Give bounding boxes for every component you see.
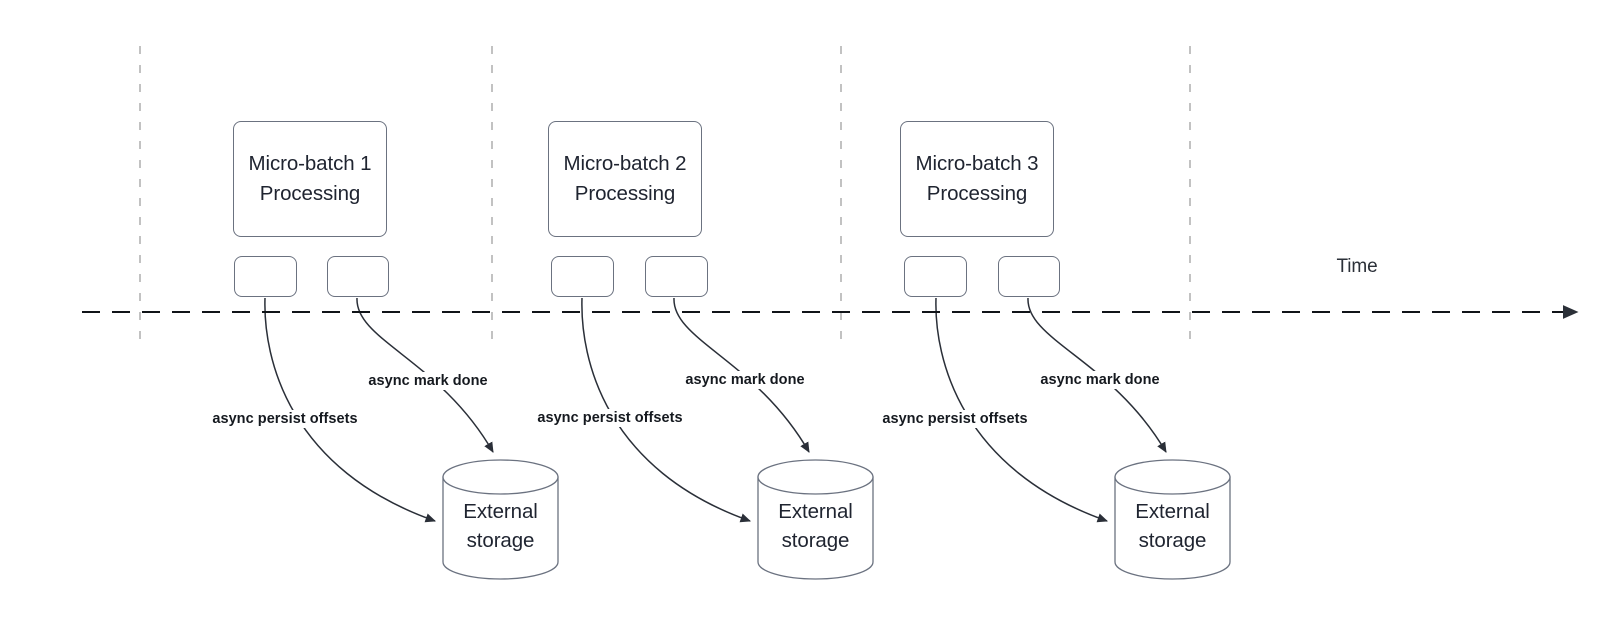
micro-batch-processing-box-3[interactable]: Micro-batch 3 Processing bbox=[900, 121, 1054, 237]
external-storage-group-3: External storage bbox=[1115, 460, 1230, 579]
cylinder-body bbox=[442, 476, 559, 580]
edge-async-mark-done-group-2 bbox=[673, 297, 810, 453]
edge-label-async-mark-done-group-3: async mark done bbox=[1037, 371, 1163, 389]
process-label-line1: Micro-batch 2 bbox=[563, 152, 687, 175]
storage-label-line1: External bbox=[1135, 499, 1210, 523]
storage-label-line2: storage bbox=[466, 528, 535, 552]
micro-batch-processing-box-1[interactable]: Micro-batch 1 Processing bbox=[233, 121, 387, 237]
edge-label-async-persist-offsets-group-3: async persist offsets bbox=[879, 410, 1031, 428]
storage-label-line1: External bbox=[463, 499, 538, 523]
process-label-line2: Processing bbox=[574, 182, 676, 205]
external-storage-cylinder-group-3 bbox=[1114, 459, 1231, 580]
edge-async-mark-done-group-3 bbox=[1027, 297, 1167, 453]
edge-label-async-persist-offsets-group-2: async persist offsets bbox=[534, 409, 686, 427]
time-axis-label: Time bbox=[1336, 256, 1378, 277]
cylinder-top bbox=[757, 459, 874, 495]
external-storage-label: External storage bbox=[443, 460, 558, 579]
micro-batch-processing-label: Micro-batch 1 Processing bbox=[249, 149, 372, 209]
process-label-line2: Processing bbox=[259, 182, 361, 205]
mini-box-persist-group-1[interactable] bbox=[234, 256, 297, 297]
external-storage-group-1: External storage bbox=[443, 460, 558, 579]
cylinder-body bbox=[1114, 476, 1231, 580]
cylinder-body bbox=[757, 476, 874, 580]
mini-box-mark-group-2[interactable] bbox=[645, 256, 708, 297]
process-label-line1: Micro-batch 1 bbox=[248, 152, 372, 175]
edge-label-async-persist-offsets-group-1: async persist offsets bbox=[209, 410, 361, 428]
external-storage-label: External storage bbox=[1115, 460, 1230, 579]
storage-label-line2: storage bbox=[781, 528, 850, 552]
edge-label-async-mark-done-group-2: async mark done bbox=[682, 371, 808, 389]
storage-label-line2: storage bbox=[1138, 528, 1207, 552]
external-storage-label: External storage bbox=[758, 460, 873, 579]
cylinder-top bbox=[442, 459, 559, 495]
micro-batch-processing-box-2[interactable]: Micro-batch 2 Processing bbox=[548, 121, 702, 237]
mini-box-mark-group-3[interactable] bbox=[998, 256, 1060, 297]
cylinder-top bbox=[1114, 459, 1231, 495]
process-label-line2: Processing bbox=[926, 182, 1028, 205]
external-storage-cylinder-group-1 bbox=[442, 459, 559, 580]
edges-group bbox=[264, 297, 1167, 523]
process-label-line1: Micro-batch 3 bbox=[915, 152, 1039, 175]
storage-label-line1: External bbox=[778, 499, 853, 523]
external-storage-group-2: External storage bbox=[758, 460, 873, 579]
external-storage-cylinder-group-2 bbox=[757, 459, 874, 580]
edge-label-async-mark-done-group-1: async mark done bbox=[365, 372, 491, 390]
mini-box-persist-group-3[interactable] bbox=[904, 256, 967, 297]
mini-box-mark-group-1[interactable] bbox=[327, 256, 389, 297]
mini-box-persist-group-2[interactable] bbox=[551, 256, 614, 297]
tick-lines-group bbox=[139, 46, 1191, 348]
micro-batch-processing-label: Micro-batch 3 Processing bbox=[916, 149, 1039, 209]
micro-batch-processing-label: Micro-batch 2 Processing bbox=[564, 149, 687, 209]
